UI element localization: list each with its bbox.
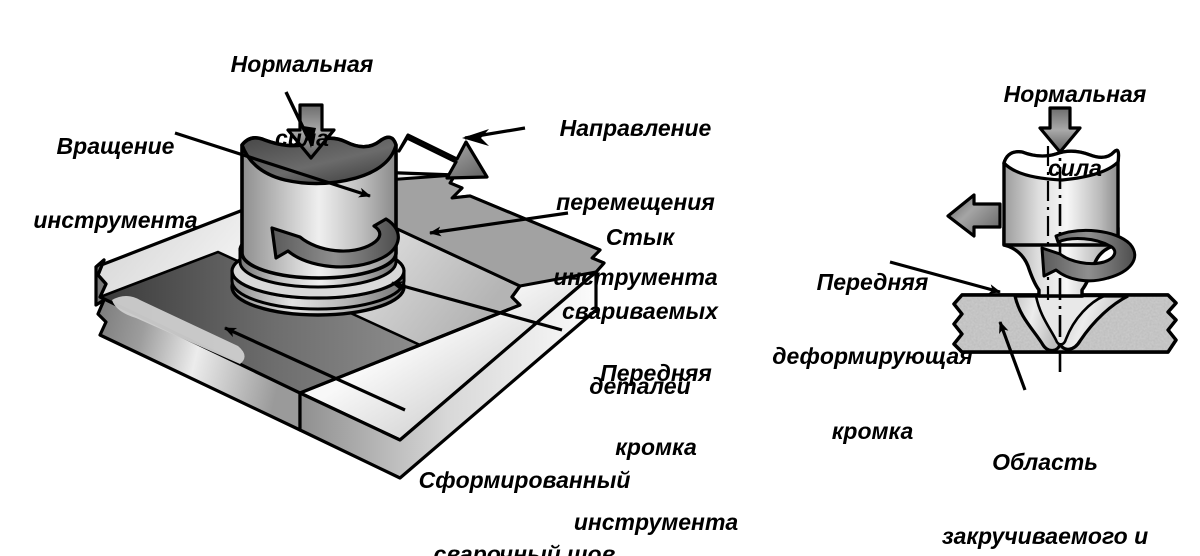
label-leading-deforming-edge-line-2: деформирующая [772, 343, 973, 370]
leader-tool-rotation [174, 131, 371, 198]
label-travel-direction: Направление перемещения инструмента [528, 66, 743, 339]
leader-lines-right [889, 260, 1027, 391]
label-joint-line-line-3: деталей [589, 372, 691, 399]
label-joint-line-line-2: свариваемых [562, 298, 718, 325]
label-normal-force: Нормальная сила [212, 2, 392, 201]
leader-joint-line [429, 211, 569, 237]
label-tool-leading-edge: Передняя кромка инструмента [556, 311, 756, 556]
label-travel-direction-line-1: Направление [559, 114, 712, 141]
leader-stirred-material-zone [998, 321, 1027, 391]
label-stirred-material-zone: Область закручиваемого и перемешиваемого… [915, 400, 1175, 556]
label-stirred-material-zone-line-1: Область [992, 448, 1098, 475]
tool-centerline [1046, 130, 1062, 372]
section-rotation-arrow-icon [1040, 228, 1137, 283]
stirred-material-zone-shape [1012, 294, 1129, 353]
label-normal-force-section: Нормальная сила [985, 32, 1165, 231]
right-section-assembly [889, 106, 1178, 391]
label-leading-deforming-edge-line-3: кромка [831, 417, 914, 444]
leader-formed-weld-seam [224, 326, 406, 412]
label-formed-weld-seam-line-2: сварочный шов [433, 541, 616, 556]
label-tool-rotation-line-1: Вращение [56, 132, 175, 159]
label-tool-leading-edge-line-2: кромка [615, 434, 697, 461]
travel-direction-arrow-icon [397, 126, 526, 180]
left-isometric-assembly [94, 91, 606, 480]
leader-tool-leading-edge [391, 281, 563, 332]
label-travel-direction-line-3: инструмента [553, 263, 718, 290]
label-stirred-material-zone-line-2: закручиваемого и [941, 523, 1149, 550]
label-tool-rotation: Вращение инструмента [8, 84, 223, 283]
label-normal-force-section-line-2: сила [1048, 155, 1102, 182]
leader-lines-left [174, 131, 569, 412]
label-normal-force-section-line-1: Нормальная [1003, 80, 1147, 107]
label-normal-force-line-2: сила [275, 125, 329, 152]
label-joint-line-line-1: Стык [605, 223, 675, 250]
rotation-arrow-icon [270, 217, 400, 269]
normal-force-arrow-icon [284, 91, 336, 160]
tool-body [240, 135, 398, 280]
label-joint-line: Стык свариваемых деталей [545, 175, 735, 448]
label-travel-direction-line-2: перемещения [556, 189, 715, 216]
section-normal-force-arrow-icon [1038, 106, 1082, 154]
label-tool-leading-edge-line-1: Передняя [600, 359, 712, 386]
section-travel-arrow-icon [946, 193, 1002, 238]
label-formed-weld-seam-line-1: Сформированный [418, 466, 631, 493]
label-normal-force-line-1: Нормальная [230, 50, 374, 77]
label-tool-rotation-line-2: инструмента [33, 207, 198, 234]
leader-leading-deforming-edge [889, 260, 1001, 294]
label-leading-deforming-edge-line-1: Передняя [816, 268, 929, 295]
label-leading-deforming-edge: Передняя деформирующая кромка [760, 220, 985, 493]
label-tool-leading-edge-line-3: инструмента [573, 508, 739, 535]
label-formed-weld-seam: Сформированный сварочный шов [392, 418, 657, 556]
